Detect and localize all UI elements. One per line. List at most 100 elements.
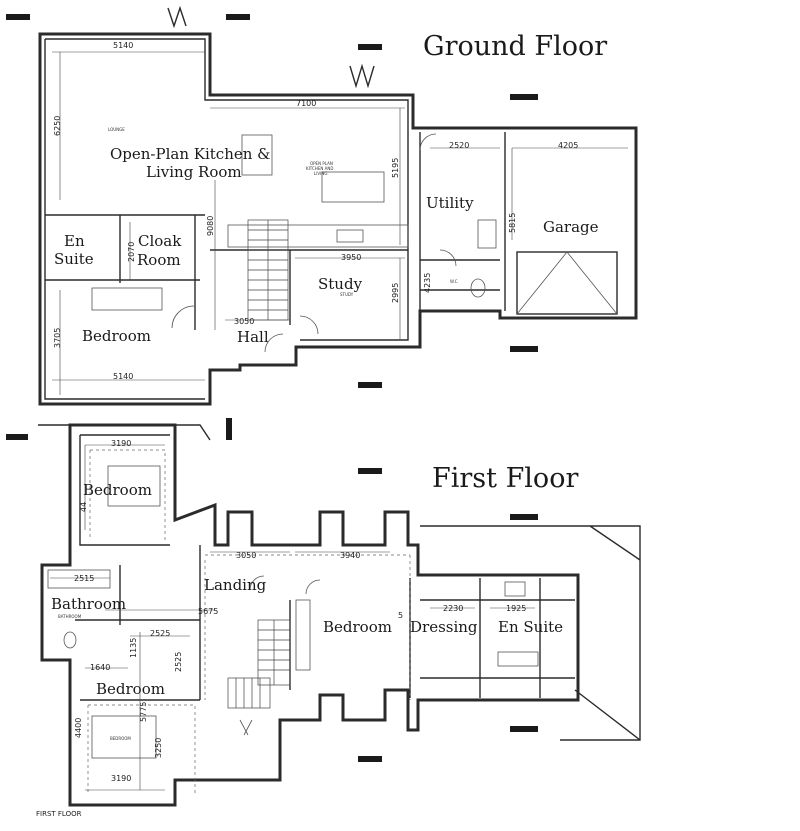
small-label-open-plan-1: OPEN PLAN bbox=[310, 161, 333, 166]
ground-floor-title: Ground Floor bbox=[423, 31, 607, 62]
section-marker bbox=[358, 468, 382, 474]
ground-floor-plan bbox=[38, 5, 638, 406]
first-floor-caption: FIRST FLOOR bbox=[36, 810, 82, 818]
small-label-bedroom: BEDROOM bbox=[110, 736, 131, 741]
dim-first-5: 5 bbox=[398, 611, 403, 620]
dim-first-3250: 3250 bbox=[154, 738, 163, 758]
room-label-first-bedroom-main: Bedroom bbox=[323, 618, 392, 636]
room-label-study: Study bbox=[318, 275, 363, 293]
room-label-first-bedroom-bottom: Bedroom bbox=[96, 680, 165, 698]
dim-ground-7100: 7100 bbox=[296, 99, 316, 108]
dim-ground-2995: 2995 bbox=[391, 283, 400, 303]
first-floor-plan bbox=[38, 423, 641, 807]
dim-first-44: 44 bbox=[79, 502, 88, 512]
first-floor-title: First Floor bbox=[432, 463, 578, 494]
small-label-open-plan-3: LIVING bbox=[314, 171, 327, 176]
bath-tub bbox=[47, 569, 111, 589]
wc-toilet bbox=[470, 278, 486, 298]
room-label-dressing: Dressing bbox=[410, 618, 478, 636]
room-label-cloak-line1: Cloak bbox=[138, 232, 182, 250]
dim-ground-2070: 2070 bbox=[127, 242, 136, 262]
section-marker bbox=[6, 434, 28, 440]
dim-ground-5140-bottom: 5140 bbox=[113, 372, 133, 381]
first-door-swings bbox=[239, 575, 321, 736]
dim-first-1135: 1135 bbox=[129, 638, 138, 658]
room-label-first-ensuite: En Suite bbox=[498, 618, 563, 636]
section-marker bbox=[510, 94, 538, 100]
dim-first-3190-bottom: 3190 bbox=[111, 774, 131, 783]
section-marker bbox=[6, 14, 30, 20]
room-label-hall: Hall bbox=[237, 328, 269, 346]
utility-sink bbox=[477, 219, 497, 249]
ground-door-swings bbox=[171, 133, 457, 353]
first-floor-eaves-lines bbox=[87, 449, 411, 795]
dim-first-3940: 3940 bbox=[340, 551, 360, 560]
room-label-garage: Garage bbox=[543, 218, 599, 236]
first-bed-main bbox=[295, 599, 311, 671]
room-label-landing: Landing bbox=[204, 576, 267, 594]
dim-ground-2520: 2520 bbox=[449, 141, 469, 150]
dim-ground-4235: 4235 bbox=[423, 273, 432, 293]
dim-first-5775: 5775 bbox=[139, 702, 148, 722]
first-floor-roof-outline bbox=[38, 424, 641, 741]
dim-ground-3050: 3050 bbox=[234, 317, 254, 326]
dim-first-2525-b: 2525 bbox=[174, 652, 183, 672]
section-marker bbox=[358, 756, 382, 762]
dim-first-1925: 1925 bbox=[506, 604, 526, 613]
room-label-kitchen-line1: Open-Plan Kitchen & bbox=[110, 145, 271, 163]
room-label-bedroom: Bedroom bbox=[82, 327, 151, 345]
kitchen-sink bbox=[336, 229, 364, 243]
dim-first-4400: 4400 bbox=[74, 718, 83, 738]
bifold-doors bbox=[167, 5, 375, 89]
dim-first-2230: 2230 bbox=[443, 604, 463, 613]
dim-ground-5140-top: 5140 bbox=[113, 41, 133, 50]
ground-staircase bbox=[247, 219, 289, 321]
dim-ground-9080: 9080 bbox=[206, 216, 215, 236]
small-label-lounge: LOUNGE bbox=[108, 127, 125, 132]
room-label-bathroom: Bathroom bbox=[51, 595, 126, 613]
ground-floor-inner-walls bbox=[44, 38, 506, 400]
dim-ground-6250: 6250 bbox=[53, 116, 62, 136]
dim-first-3190-top: 3190 bbox=[111, 439, 131, 448]
ground-floor-walls bbox=[38, 32, 638, 406]
kitchen-island bbox=[321, 171, 385, 203]
dim-ground-5815: 5815 bbox=[508, 213, 517, 233]
ground-bed bbox=[91, 287, 163, 311]
section-marker bbox=[358, 44, 382, 50]
dim-ground-4205: 4205 bbox=[558, 141, 578, 150]
dim-first-2515: 2515 bbox=[74, 574, 94, 583]
dim-first-2525-a: 2525 bbox=[150, 629, 170, 638]
first-bed-top bbox=[107, 465, 161, 507]
kitchen-worktop bbox=[227, 224, 409, 248]
room-label-ensuite-line1: En bbox=[64, 232, 85, 250]
small-label-bathroom: BATHROOM bbox=[58, 614, 82, 619]
section-marker bbox=[510, 346, 538, 352]
room-label-first-bedroom-top: Bedroom bbox=[83, 481, 152, 499]
section-marker bbox=[226, 418, 232, 440]
room-label-kitchen-line2: Living Room bbox=[146, 163, 242, 181]
room-label-cloak-line2: Room bbox=[137, 251, 181, 269]
ensuite-basins bbox=[497, 651, 539, 667]
first-bed-bottom bbox=[91, 715, 157, 759]
dim-ground-3950: 3950 bbox=[341, 253, 361, 262]
dining-table bbox=[241, 134, 273, 176]
dim-first-3050: 3050 bbox=[236, 551, 256, 560]
section-marker bbox=[510, 726, 538, 732]
section-marker bbox=[510, 514, 538, 520]
small-label-study: STUDY bbox=[340, 292, 354, 297]
dim-first-1640: 1640 bbox=[90, 663, 110, 672]
bathroom-toilet bbox=[63, 631, 77, 649]
first-staircase bbox=[227, 619, 291, 709]
first-dimension-lines bbox=[50, 444, 535, 791]
section-markers bbox=[6, 14, 538, 762]
small-label-wc: W.C bbox=[450, 279, 458, 284]
section-marker bbox=[226, 14, 250, 20]
small-label-open-plan-2: KITCHEN AND bbox=[306, 166, 333, 171]
garage-door bbox=[516, 251, 618, 315]
dim-ground-3705: 3705 bbox=[53, 328, 62, 348]
first-floor-walls bbox=[40, 423, 580, 807]
room-label-ensuite-line2: Suite bbox=[54, 250, 94, 268]
dim-first-5675: 5675 bbox=[198, 607, 218, 616]
section-marker bbox=[358, 382, 382, 388]
